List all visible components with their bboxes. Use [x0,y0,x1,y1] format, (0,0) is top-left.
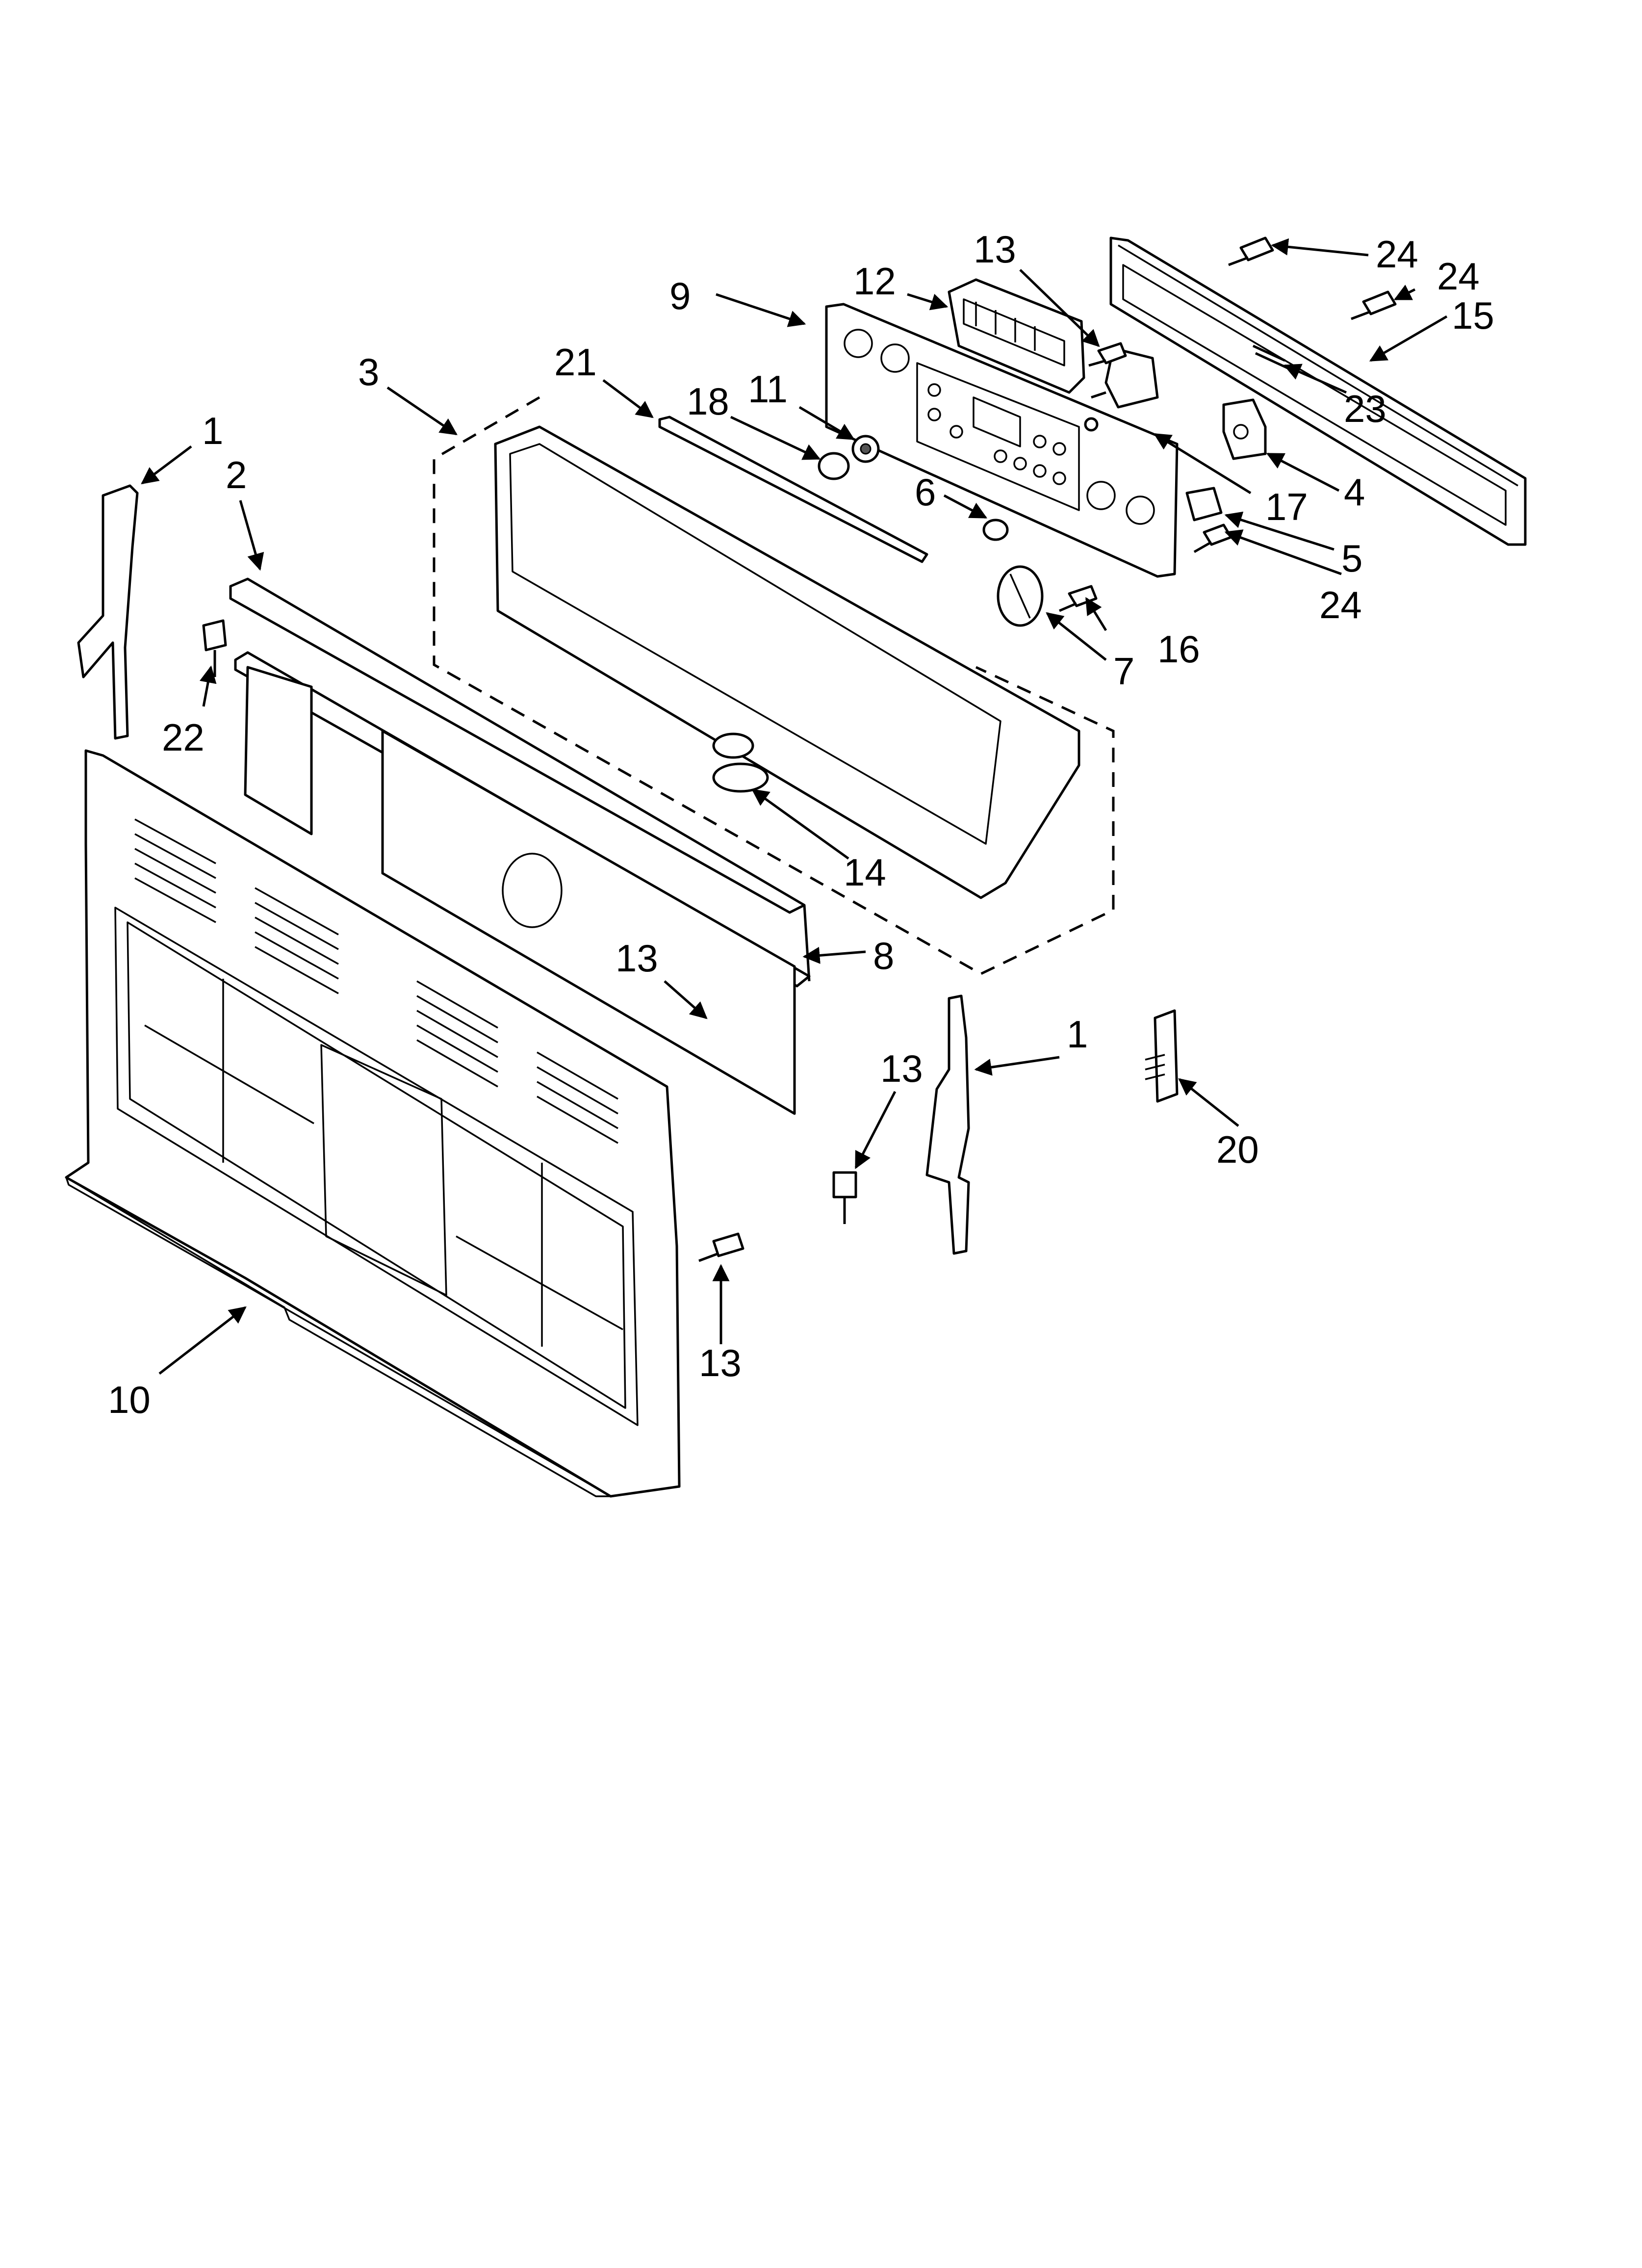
part-control-knob [997,565,1044,627]
leader-lines [141,238,1448,1375]
callout-12: 12 [853,260,896,303]
part-knob-insert [851,435,880,463]
callout-13-top: 13 [974,228,1016,271]
part-control-console [825,303,1179,578]
part-electronic-control [948,278,1085,394]
callout-13-bottom: 13 [699,1341,742,1384]
part-square-block [1222,398,1267,460]
callout-24-top: 24 [1376,233,1418,276]
callout-18: 18 [687,380,729,423]
callout-22: 22 [162,716,205,759]
part-relay [1185,487,1223,521]
part-knob-cap [818,452,850,480]
callout-23: 23 [1344,387,1386,430]
part-trim-strip [658,416,928,563]
part-control-panel-shell [494,425,1080,899]
screw-13-right [832,1171,857,1224]
callout-1-right: 1 [1067,1013,1088,1056]
callout-labels: 1 2 3 4 5 6 7 8 9 10 11 12 13 13 13 13 1… [108,228,1494,1421]
part-push-button [982,519,1009,541]
part-switch [1084,347,1159,432]
part-side-trim-right [925,994,970,1255]
callout-6: 6 [915,470,936,514]
part-side-trim-left [77,484,139,740]
callout-9: 9 [669,274,691,317]
assembly-boundary [433,396,1115,975]
callout-3: 3 [358,350,379,393]
callout-2: 2 [226,453,247,496]
callout-16: 16 [1157,627,1200,671]
callout-7: 7 [1113,650,1134,693]
callout-15: 15 [1452,294,1494,337]
louvers [134,818,618,1144]
callout-4: 4 [1344,470,1365,514]
screw-24-top [1228,236,1274,266]
callout-8: 8 [873,934,894,977]
callout-24-lower: 24 [1319,583,1362,626]
callout-5: 5 [1341,537,1362,580]
part-pin [1252,344,1288,369]
callout-24-upper: 24 [1437,255,1480,298]
screw-13-bottom [698,1232,744,1262]
callout-13-right: 13 [880,1047,923,1090]
callout-14: 14 [844,851,886,894]
callout-17: 17 [1265,485,1308,528]
part-rear-panel-bracket [1109,236,1527,546]
screw-22 [202,619,227,677]
callout-1-left: 1 [202,409,223,452]
callout-10: 10 [108,1378,151,1421]
callout-20: 20 [1216,1128,1259,1171]
screw-24-lower [1193,523,1232,553]
callout-13-mid: 13 [616,937,658,980]
part-rear-panel [65,749,681,1498]
callout-11: 11 [748,367,788,411]
callout-21: 21 [554,340,597,384]
screw-13-top [1088,342,1127,367]
screw-24-upper [1351,290,1397,320]
part-clip [1145,1009,1179,1103]
